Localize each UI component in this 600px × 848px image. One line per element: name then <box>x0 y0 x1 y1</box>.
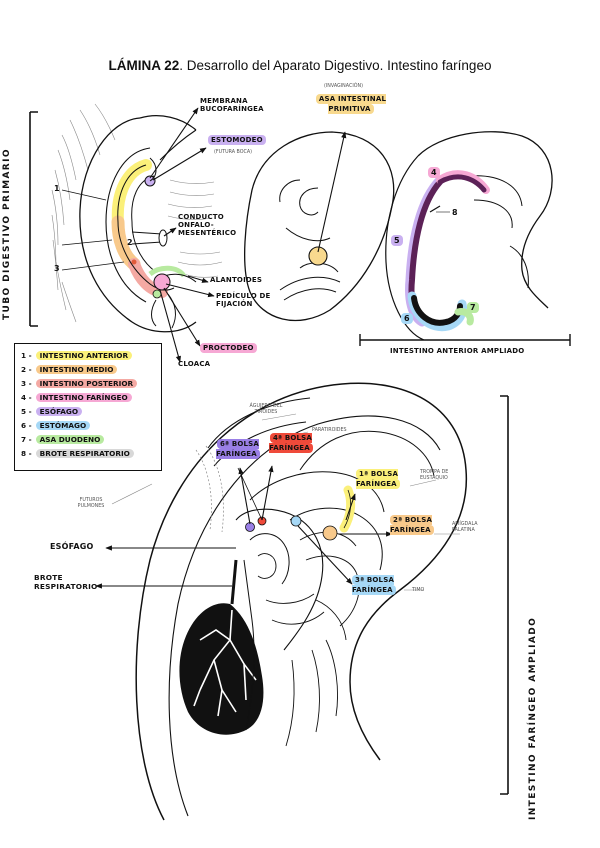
label-parathyroids: PARATIROIDES <box>312 428 347 433</box>
side-label-primary-tube: TUBO DIGESTIVO PRIMARIO <box>2 148 12 320</box>
num-4-text: 4 <box>428 167 440 178</box>
num-6: 6 <box>401 313 413 324</box>
legend-item-number: 6 - <box>21 420 32 430</box>
cloaca-dot <box>153 273 171 291</box>
title-rest: . Desarrollo del Aparato Digestivo. Inte… <box>179 58 492 73</box>
figure-primary-tube <box>29 103 223 363</box>
head-outline <box>135 382 468 821</box>
side-label-pharyngeal: INTESTINO FARÍNGEO AMPLIADO <box>528 616 538 820</box>
label-stomodeum: ESTOMODEO <box>208 135 266 145</box>
legend-item: 2 -INTESTINO MEDIO <box>21 363 155 377</box>
label-proctodeum-text: PROCTODEO <box>200 343 257 353</box>
label-foregut-enlarged: INTESTINO ANTERIOR AMPLIADO <box>390 347 525 355</box>
legend-item-number: 8 - <box>21 448 32 458</box>
label-stomodeum-note: (FUTURA BOCA) <box>214 150 253 155</box>
num-5-text: 5 <box>391 235 403 246</box>
figure-invagination <box>244 131 395 322</box>
label-primitive-loop: ASA INTESTINAL PRIMITIVA <box>312 94 390 115</box>
pouch2-shape <box>322 525 338 541</box>
hatching <box>51 103 223 323</box>
legend-item-number: 5 - <box>21 407 32 416</box>
duodenum-tube <box>454 308 474 326</box>
label-lungs: FUTUROS PULMONES <box>77 498 105 509</box>
label-stalk: PEDÍCULO DE FIJACIÓN <box>216 292 271 309</box>
legend-item-label: INTESTINO POSTERIOR <box>35 379 138 389</box>
label-pouch4: 4ª BOLSA FARÍNGEA <box>266 433 316 454</box>
embryo-outline-3 <box>417 131 553 309</box>
num-1: 1 <box>54 184 60 193</box>
num-3: 3 <box>54 264 60 273</box>
num-8: 8 <box>452 208 458 217</box>
num-7: 7 <box>467 302 479 313</box>
title-bold: LÁMINA 22 <box>108 58 180 73</box>
legend-item: 5 -ESÓFAGO <box>21 405 155 419</box>
label-foramen: ÁGUJERO DEL TIROIDES <box>249 404 283 415</box>
label-duct: CONDUCTO ONFALO-MESENTÉRICO <box>178 213 237 238</box>
legend-item-label: INTESTINO ANTERIOR <box>35 351 133 361</box>
figure-pharyngeal <box>95 382 509 821</box>
label-tympanum: TROMPA DE EUSTAQUIO <box>420 470 449 481</box>
lung-shape <box>179 603 264 735</box>
label-pouch1-text: 1ª BOLSA FARÍNGEA <box>356 469 400 489</box>
label-primitive-loop-text: ASA INTESTINAL PRIMITIVA <box>315 94 387 115</box>
legend-item-label: ASA DUODENO <box>35 434 105 444</box>
label-pouch3: 3ª BOLSA FARÍNGEA <box>352 575 404 596</box>
label-pouch4-text: 4ª BOLSA FARÍNGEA <box>269 433 313 453</box>
embryo-outline <box>79 117 197 333</box>
num-6-text: 6 <box>401 313 413 324</box>
legend-item: 1 -INTESTINO ANTERIOR <box>21 349 155 363</box>
legend-item-number: 3 - <box>21 379 32 389</box>
num-4: 4 <box>428 167 440 178</box>
legend-item: 3 -INTESTINO POSTERIOR <box>21 377 155 391</box>
legend-item-number: 2 - <box>21 365 32 375</box>
legend-item: 4 -INTESTINO FARÍNGEO <box>21 391 155 405</box>
label-pouch3-text: 3ª BOLSA FARÍNGEA <box>352 575 396 595</box>
label-proctodeum: PROCTODEO <box>200 343 257 353</box>
pharyngeal-tube <box>437 174 487 193</box>
legend-item-number: 1 - <box>21 351 32 361</box>
label-allantois: ALANTOIDES <box>210 276 263 284</box>
page-title: LÁMINA 22. Desarrollo del Aparato Digest… <box>0 58 600 73</box>
legend-item: 8 -BROTE RESPIRATORIO <box>21 446 155 460</box>
label-tonsil: AMÍGDALA PALATINA <box>452 522 478 533</box>
legend-item-label: INTESTINO MEDIO <box>35 365 118 375</box>
legend-item-label: INTESTINO FARÍNGEO <box>35 393 132 403</box>
legend-item-number: 4 - <box>21 393 32 403</box>
label-cloaca: CLOACA <box>178 360 211 368</box>
label-thymus: TIMO <box>412 588 425 593</box>
pouch3-shape <box>290 515 302 527</box>
label-invagination-note: (INVAGINACIÓN) <box>324 84 363 89</box>
legend-item: 7 -ASA DUODENO <box>21 432 155 446</box>
legend-item-label: ESÓFAGO <box>35 407 83 416</box>
label-stomodeum-text: ESTOMODEO <box>208 135 266 145</box>
embryo-outline-2 <box>244 131 395 322</box>
num-2: 2 <box>127 238 133 247</box>
primitive-loop-dot <box>308 246 328 266</box>
label-membrane: MEMBRANA BUCOFARÍNGEA <box>200 97 264 114</box>
figure-foregut <box>359 131 571 346</box>
label-pouch1: 1ª BOLSA FARÍNGEA <box>356 469 408 490</box>
label-resp-bud: BROTE RESPIRATORIO <box>34 573 98 591</box>
num-7-text: 7 <box>467 302 479 313</box>
legend-item-label: BROTE RESPIRATORIO <box>35 448 134 458</box>
legend-item-label: ESTÓMAGO <box>35 420 91 430</box>
label-pouch6-text: 6ª BOLSA FARÍNGEA <box>216 439 260 459</box>
label-pouch2-text: 2ª BOLSA FARÍNGEA <box>390 515 434 535</box>
num-5: 5 <box>391 235 403 246</box>
label-pouch6: 6ª BOLSA FARÍNGEA <box>214 439 262 460</box>
legend-item: 6 -ESTÓMAGO <box>21 418 155 432</box>
label-esophagus: ESÓFAGO <box>50 542 94 551</box>
label-pouch2: 2ª BOLSA FARÍNGEA <box>390 515 442 536</box>
legend-item-number: 7 - <box>21 434 32 444</box>
